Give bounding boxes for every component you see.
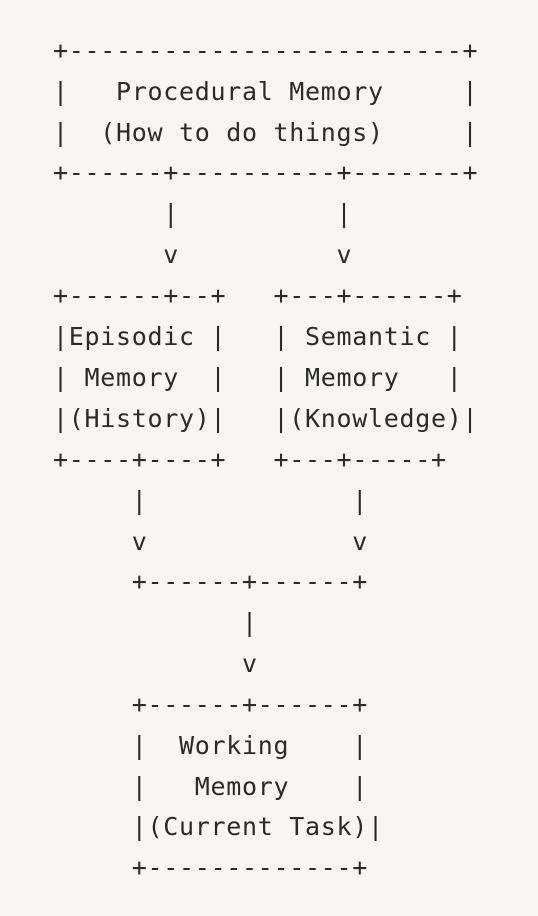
episodic-semantic-subtitle-row: |(History)| |(Knowledge)| xyxy=(53,404,479,433)
episodic-semantic-memory-row: | Memory | | Memory | xyxy=(53,363,463,392)
connector-pipes-middle: | | xyxy=(53,486,369,515)
merge-junction-line: +------+------+ xyxy=(53,567,369,596)
episodic-semantic-title-row: |Episodic | | Semantic | xyxy=(53,322,463,351)
connector-arrow-lower: v xyxy=(53,649,258,678)
episodic-semantic-top-border: +------+--+ +---+------+ xyxy=(53,281,463,310)
connector-arrows-middle: v v xyxy=(53,527,369,556)
working-box-top-border: +------+------+ xyxy=(53,690,369,719)
connector-pipe-lower: | xyxy=(53,608,258,637)
episodic-semantic-bottom-border: +----+----+ +---+-----+ xyxy=(53,445,447,474)
working-memory-label: | Memory | xyxy=(53,772,369,801)
procedural-memory-title: | Procedural Memory | xyxy=(53,77,479,106)
working-memory-title: | Working | xyxy=(53,731,369,760)
procedural-memory-subtitle: | (How to do things) | xyxy=(53,118,479,147)
procedural-box-top-border: +-------------------------+ xyxy=(53,36,479,65)
connector-arrows-upper: v v xyxy=(53,240,353,269)
working-box-bottom-border: +-------------+ xyxy=(53,853,369,882)
procedural-box-bottom-border: +------+----------+-------+ xyxy=(53,158,479,187)
connector-pipes-upper: | | xyxy=(53,199,353,228)
working-memory-subtitle: |(Current Task)| xyxy=(53,812,384,841)
